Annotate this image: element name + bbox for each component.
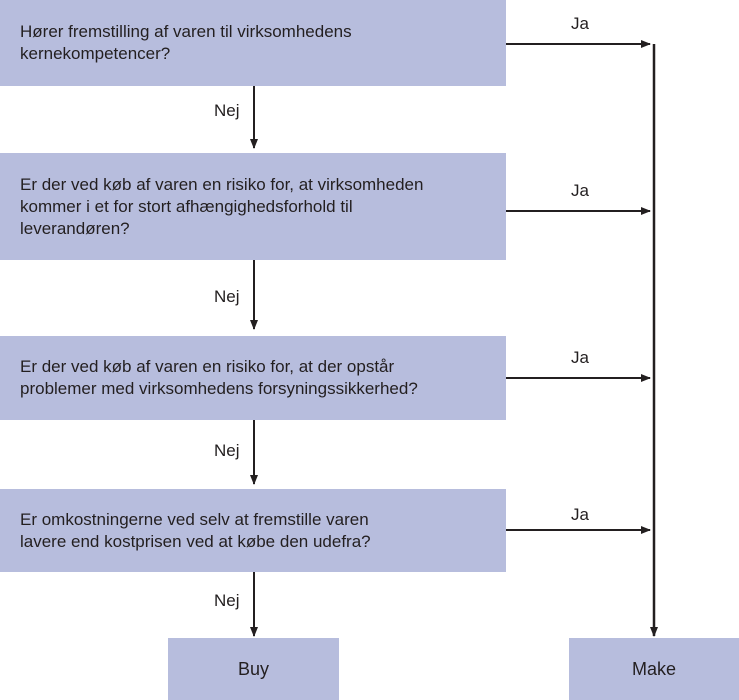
no-label-1: Nej — [214, 101, 240, 120]
question-text-2: Er der ved køb af varen en risiko for, a… — [20, 174, 424, 238]
buy-box: Buy — [168, 638, 339, 700]
make-label: Make — [631, 658, 676, 679]
make-box: Make — [569, 638, 739, 700]
no-label-3: Nej — [214, 441, 240, 460]
yes-label-4: Ja — [571, 505, 589, 524]
question-box-4: Er omkostningerne ved selv at fremstille… — [0, 489, 506, 572]
question-box-1: Hører fremstilling af varen til virksomh… — [0, 0, 506, 86]
question-box-3: Er der ved køb af varen en risiko for, a… — [0, 336, 506, 420]
yes-label-2: Ja — [571, 181, 589, 200]
question-text-1: Hører fremstilling af varen til virksomh… — [20, 22, 352, 63]
question-box-2: Er der ved køb af varen en risiko for, a… — [0, 153, 506, 260]
no-label-2: Nej — [214, 287, 240, 306]
yes-label-1: Ja — [571, 14, 589, 33]
question-text-4: Er omkostningerne ved selv at fremstille… — [20, 509, 371, 551]
yes-label-3: Ja — [571, 348, 589, 367]
question-text-3: Er der ved køb af varen en risiko for, a… — [20, 357, 418, 398]
no-label-4: Nej — [214, 591, 240, 610]
buy-label: Buy — [237, 658, 270, 679]
